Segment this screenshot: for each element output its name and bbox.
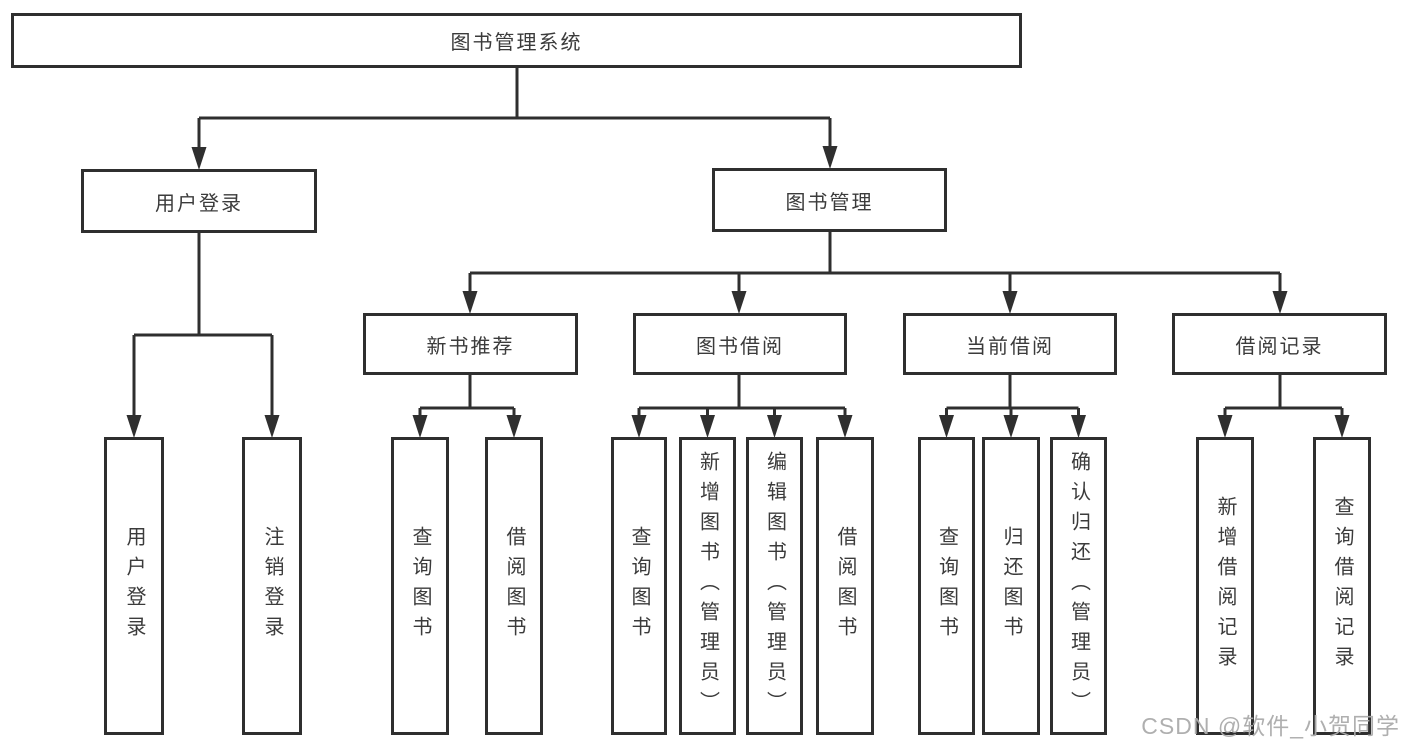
leaf-logout-login: 注销登录: [242, 437, 302, 735]
node-label: 图书管理系统: [450, 32, 583, 54]
leaf-borrow-books-newbook: 借阅图书: [485, 437, 543, 735]
node-label: 确认归还（管理员）: [1067, 451, 1090, 721]
node-label: 新增借阅记录: [1214, 496, 1236, 676]
node-label: 借阅图书: [834, 526, 856, 646]
node-label: 当前借阅: [966, 335, 1054, 358]
branch-new-book-recommendation: 新书推荐: [363, 313, 578, 375]
leaf-query-borrow-record: 查询借阅记录: [1313, 437, 1371, 735]
node-label: 注销登录: [261, 526, 283, 646]
leaf-user-login: 用户登录: [104, 437, 164, 735]
node-label: 查询图书: [628, 526, 650, 646]
node-label: 查询图书: [409, 526, 431, 646]
leaf-query-books-newbook: 查询图书: [391, 437, 449, 735]
node-label: 借阅记录: [1235, 335, 1324, 358]
leaf-query-books-current: 查询图书: [918, 437, 975, 735]
node-label: 图书借阅: [696, 335, 784, 358]
leaf-confirm-return-admin: 确认归还（管理员）: [1050, 437, 1107, 735]
node-label: 用户登录: [123, 526, 145, 646]
node-label: 查询图书: [935, 526, 958, 646]
leaf-return-books: 归还图书: [982, 437, 1040, 735]
leaf-add-borrow-record: 新增借阅记录: [1196, 437, 1254, 735]
node-label: 查询借阅记录: [1331, 496, 1353, 676]
node-label: 新增图书（管理员）: [696, 451, 719, 721]
node-label: 编辑图书（管理员）: [763, 451, 786, 721]
node-label: 图书管理: [785, 191, 874, 214]
branch-book-management: 图书管理: [712, 168, 947, 232]
node-root-library-management-system: 图书管理系统: [11, 13, 1022, 68]
branch-current-borrowing: 当前借阅: [903, 313, 1117, 375]
node-label: 借阅图书: [503, 526, 525, 646]
branch-borrowing-records: 借阅记录: [1172, 313, 1387, 375]
leaf-add-books-admin: 新增图书（管理员）: [679, 437, 736, 735]
node-label: 用户登录: [155, 192, 243, 215]
node-label: 归还图书: [1000, 526, 1022, 646]
leaf-borrow-books-borrowing: 借阅图书: [816, 437, 874, 735]
branch-user-login: 用户登录: [81, 169, 317, 233]
leaf-edit-books-admin: 编辑图书（管理员）: [746, 437, 803, 735]
branch-book-borrowing: 图书借阅: [633, 313, 847, 375]
watermark: CSDN @软件_小贺同学: [1141, 713, 1400, 739]
node-label: 新书推荐: [426, 335, 515, 358]
leaf-query-books-borrowing: 查询图书: [611, 437, 667, 735]
